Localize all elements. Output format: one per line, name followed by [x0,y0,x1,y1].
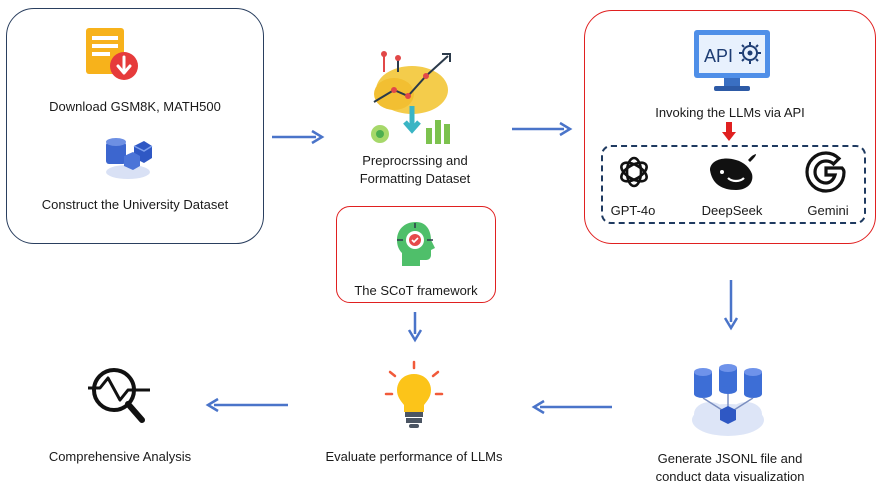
arrow-jsonl-to-evaluate [531,399,612,415]
arrow-invoke-to-jsonl [723,280,739,331]
lightbulb-icon [384,360,444,432]
evaluate-label: Evaluate performance of LLMs [325,449,503,464]
scot-label: The SCoT framework [354,283,478,298]
invoke-label: Invoking the LLMs via API [655,105,805,120]
construct-label: Construct the University Dataset [41,197,229,212]
scot-framework-box [336,206,496,303]
arrow-preprocess-to-invoke [512,121,573,137]
arrow-scot-to-evaluate [407,312,423,343]
head-brain-icon [394,220,438,268]
deepseek-whale-icon [706,152,758,194]
preprocess-label-line2: Formatting Dataset [359,171,471,186]
api-monitor-icon: API [692,28,772,94]
analysis-label: Comprehensive Analysis [48,449,192,464]
google-g-icon [804,150,848,194]
jsonl-label-line1: Generate JSONL file and [657,451,803,466]
database-cubes-icon [104,132,154,182]
openai-logo-icon [614,152,654,192]
api-text: API [704,46,733,66]
data-processing-cloud-icon [368,50,458,148]
analysis-magnifier-icon [86,364,156,428]
jsonl-label-line2: conduct data visualization [655,469,805,484]
model-name-gpt: GPT-4o [610,203,656,218]
arrow-evaluate-to-analysis [205,397,288,413]
dataset-group-box [6,8,264,244]
download-document-icon [82,26,142,82]
model-name-deepseek: DeepSeek [701,203,763,218]
llm-invocation-box [584,10,876,244]
download-label: Download GSM8K, MATH500 [49,99,221,114]
red-arrow-icon [722,122,736,142]
cloud-database-icon [688,362,768,438]
models-dashed-box [601,145,866,224]
model-name-gemini: Gemini [807,203,849,218]
arrow-datasets-to-preprocess [272,129,325,145]
preprocess-label-line1: Preprocrssing and [362,153,468,168]
